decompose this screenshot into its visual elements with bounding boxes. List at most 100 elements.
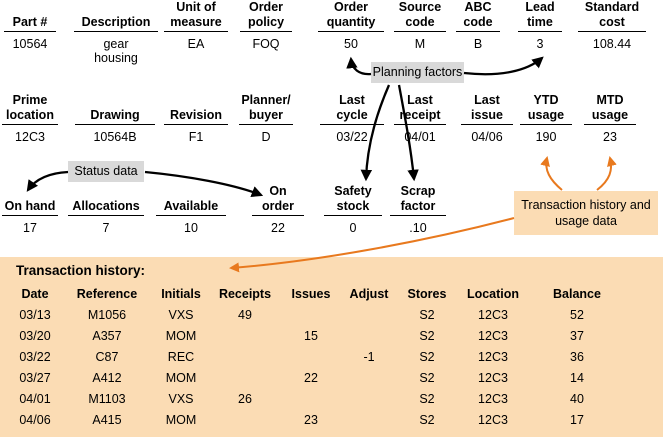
txn-header-date: Date [21,287,49,301]
planning-to-order-quantity-arrow [346,56,372,76]
txn-cell: REC [167,350,195,364]
field-part-number: Part # 10564 [4,3,56,51]
txn-cell: M1056 [87,308,127,322]
txn-cell: A412 [92,371,122,385]
txn-cell: S2 [419,350,435,364]
field-value: 50 [344,37,358,51]
txn-cell [342,410,396,431]
transaction-history-table: Date Reference Initials Receipts Issues … [8,284,626,431]
field-label: Unit of measure [164,0,228,32]
txn-cell: M1103 [88,392,126,406]
txn-cell [210,368,280,389]
field-label: Last receipt [394,93,446,125]
field-label: Planner/ buyer [239,93,293,125]
txn-cell: 22 [304,371,318,385]
txn-cell: 40 [570,392,584,406]
field-value: 7 [102,221,110,235]
field-mtd-usage: MTD usage 23 [584,93,636,144]
txn-cell: 12C3 [478,350,508,364]
field-value: M [414,37,426,51]
txn-cell [342,389,396,410]
field-prime-location: Prime location 12C3 [2,93,58,144]
field-label: Order policy [240,0,292,32]
txn-cell: 12C3 [478,329,508,343]
txn-cell [280,305,342,326]
field-order-policy: Order policy FOQ [240,0,292,51]
txn-header-issues: Issues [291,287,331,301]
field-value: FOQ [252,37,280,51]
field-safety-stock: Safety stock 0 [324,184,382,235]
field-last-receipt: Last receipt 04/01 [394,93,446,144]
field-lead-time: Lead time 3 [518,0,562,51]
txn-cell: 12C3 [478,371,508,385]
field-label: Part # [4,3,56,32]
field-label: Description [74,3,158,32]
txn-cell [342,326,396,347]
txn-header-receipts: Receipts [218,287,272,301]
field-label: YTD usage [520,93,572,125]
txn-cell: 03/20 [19,329,51,343]
txn-cell: 37 [570,329,584,343]
field-ytd-usage: YTD usage 190 [520,93,572,144]
usage-to-ytd-arrow [540,156,563,191]
field-value: 10 [184,221,198,235]
txn-cell: 17 [570,413,584,427]
txn-cell: 36 [570,350,584,364]
field-value: 10564 [12,37,48,51]
field-label: Order quantity [318,0,384,32]
txn-cell: 03/22 [19,350,51,364]
txn-cell [210,326,280,347]
field-drawing: Drawing 10564B [75,96,155,144]
txn-cell: VXS [168,308,194,322]
field-planner-buyer: Planner/ buyer D [239,93,293,144]
field-value: .10 [409,221,427,235]
field-standard-cost: Standard cost 108.44 [578,0,646,51]
txn-cell [342,368,396,389]
txn-cell: 49 [238,308,252,322]
field-value: 190 [535,130,557,144]
field-label: Scrap factor [390,184,446,216]
txn-cell: 23 [304,413,318,427]
field-label: Prime location [2,93,58,125]
field-value: 04/01 [404,130,436,144]
field-label: Revision [164,96,228,125]
txn-header-reference: Reference [76,287,138,301]
field-value: gear housing [94,37,138,66]
field-value: B [473,37,483,51]
txn-cell: 12C3 [478,413,508,427]
field-abc-code: ABC code B [456,0,500,51]
field-value: 04/06 [471,130,503,144]
txn-header-initials: Initials [161,287,201,301]
txn-cell: A357 [92,329,122,343]
field-unit-of-measure: Unit of measure EA [164,0,228,51]
txn-cell: 14 [570,371,584,385]
field-label: Last cycle [320,93,384,125]
txn-header-stores: Stores [407,287,447,301]
txn-cell: 03/13 [19,308,51,322]
field-value: 12C3 [15,130,45,144]
field-value: 0 [349,221,357,235]
field-on-order: On order 22 [252,184,304,235]
field-order-quantity: Order quantity 50 [318,0,384,51]
txn-cell: S2 [419,308,435,322]
txn-header-balance: Balance [553,287,601,301]
txn-cell: S2 [419,329,435,343]
field-description: Description gear housing [74,3,158,66]
field-value: 23 [603,130,617,144]
field-value: 22 [271,221,285,235]
planning-factors-callout: Planning factors [371,62,464,83]
field-label: Drawing [75,96,155,125]
field-value: 03/22 [336,130,368,144]
field-label: Safety stock [324,184,382,216]
field-value: 3 [536,37,544,51]
transaction-history-panel: Transaction history: Date Reference Init… [0,257,663,437]
txn-cell: A415 [92,413,122,427]
field-label: Allocations [68,187,144,216]
txn-cell: 04/01 [19,392,51,406]
txn-cell [280,389,342,410]
field-last-cycle: Last cycle 03/22 [320,93,384,144]
field-available: Available 10 [156,187,226,235]
field-label: Last issue [461,93,513,125]
planning-to-lead-time-arrow [463,56,544,76]
field-value: 17 [23,221,37,235]
